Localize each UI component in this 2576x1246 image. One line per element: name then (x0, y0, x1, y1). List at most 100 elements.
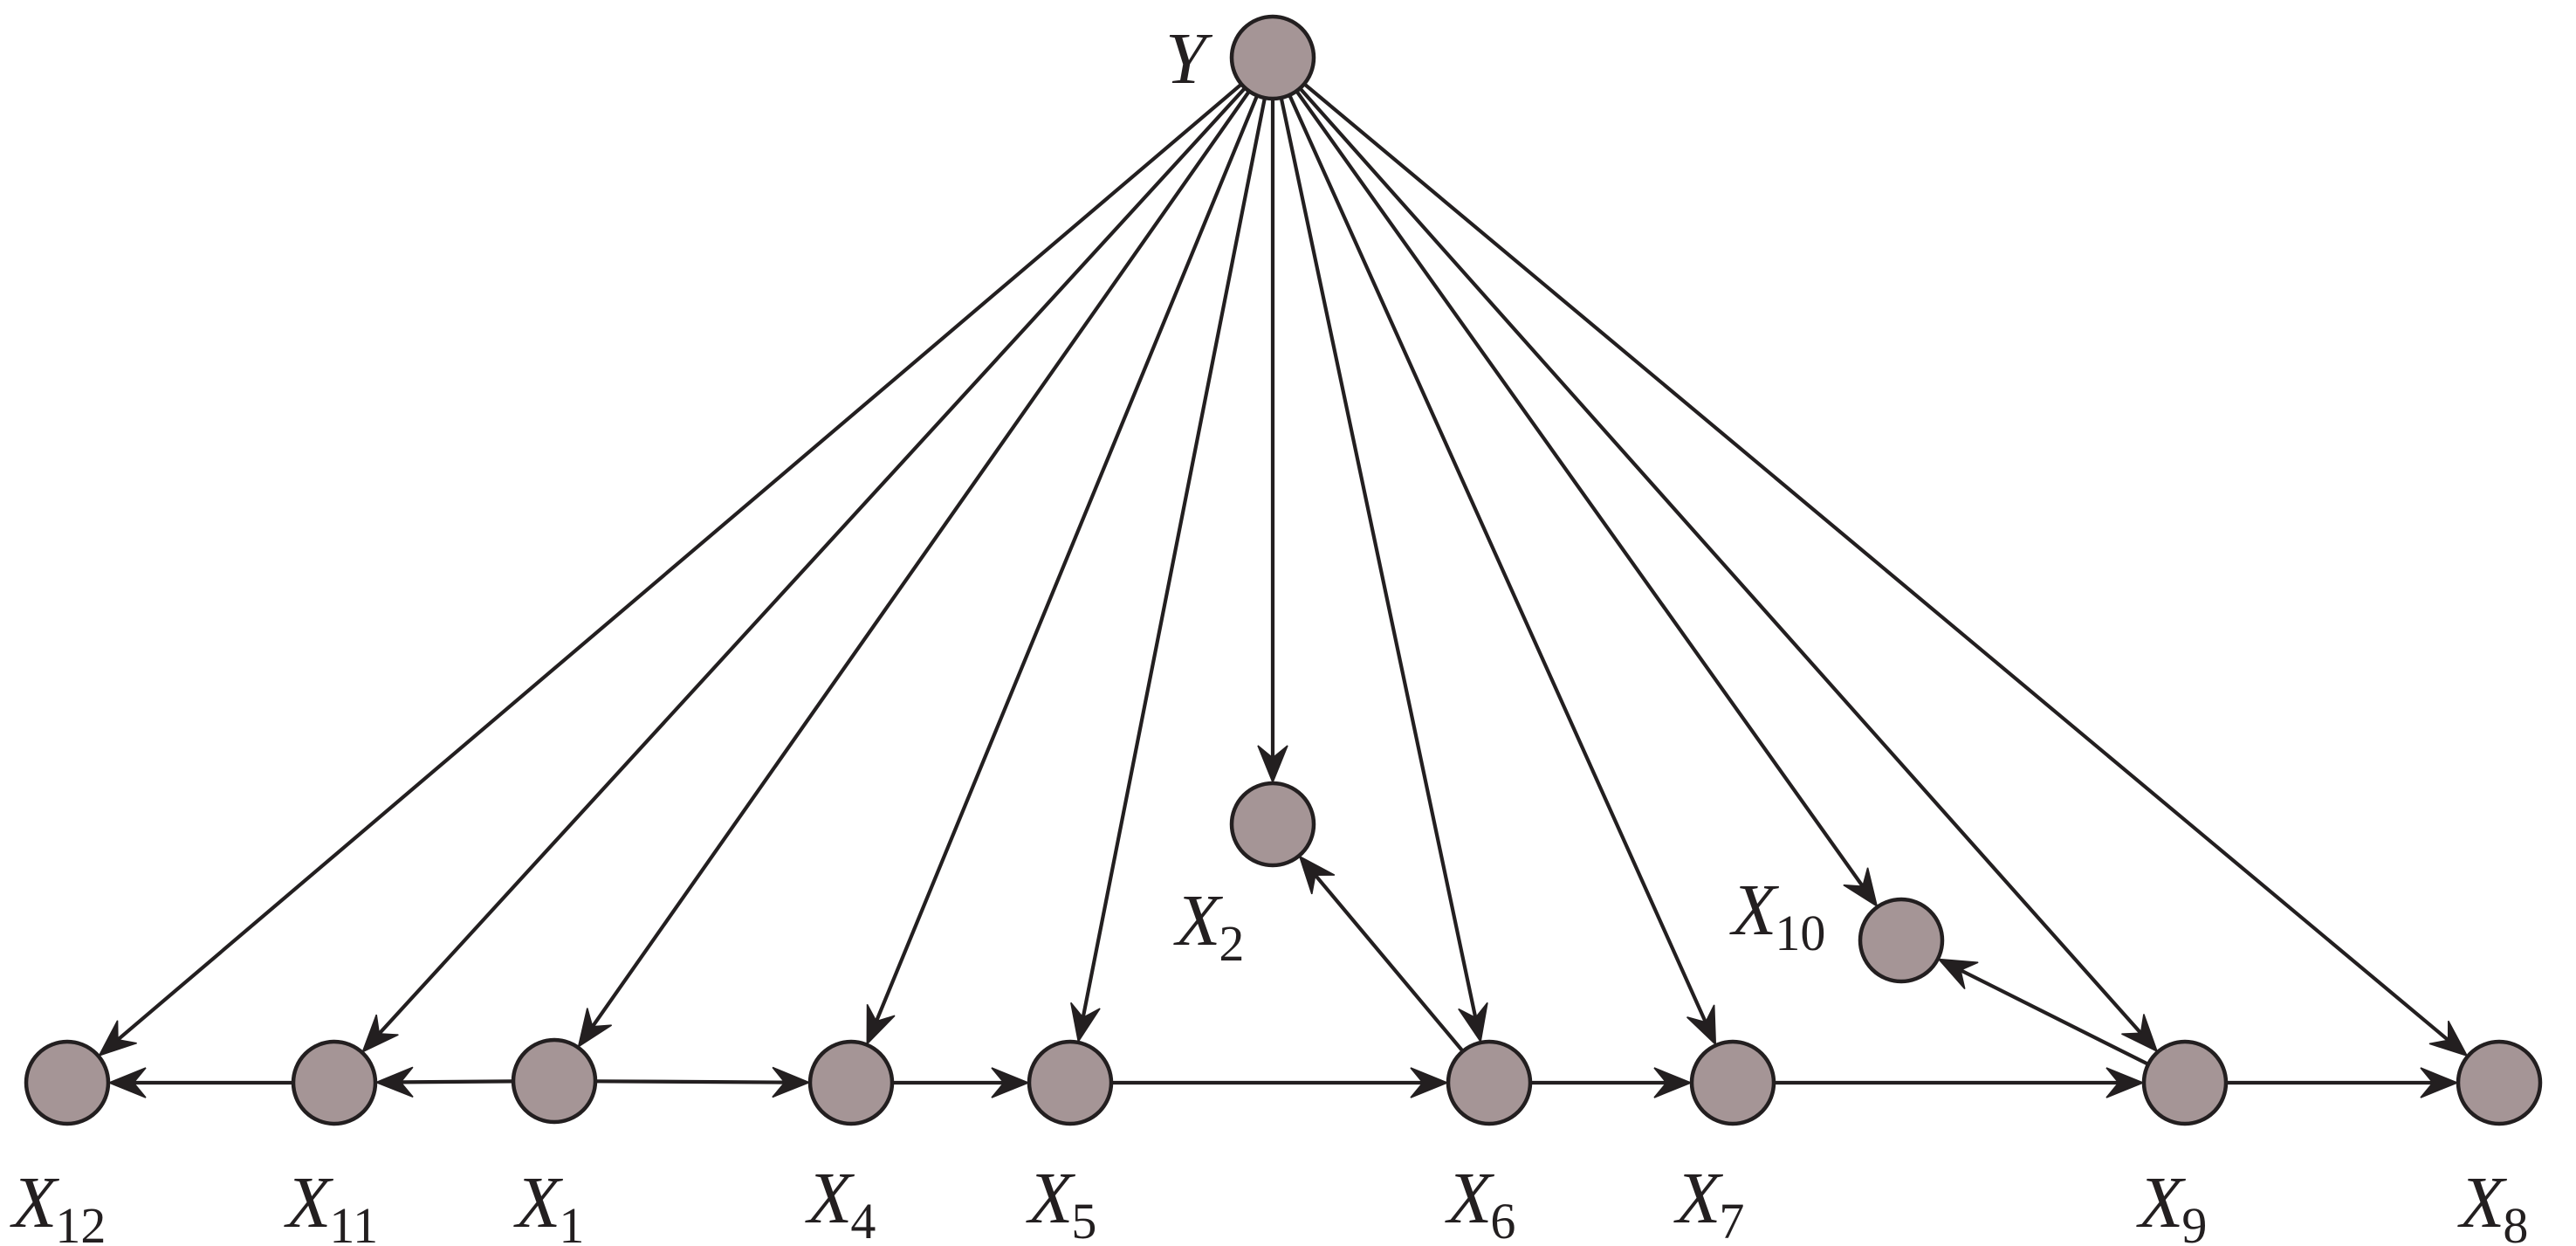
label-subscript: 9 (2181, 1197, 2207, 1246)
edge-line (1279, 97, 1478, 1019)
label-subscript: 10 (1775, 905, 1825, 961)
label-main: X (2136, 1162, 2187, 1243)
edge-x9-to-x8 (2226, 1067, 2459, 1098)
edge-line (590, 90, 1251, 1029)
label-x2: X2 (1173, 880, 1244, 972)
label-x1: X1 (513, 1162, 584, 1246)
arrowhead (1686, 1004, 1717, 1047)
arrowhead (361, 1014, 399, 1054)
label-subscript: 6 (1490, 1193, 1515, 1246)
edge-y-to-x11 (361, 86, 1247, 1054)
arrowhead (98, 1020, 137, 1057)
label-subscript: 1 (559, 1197, 584, 1246)
edge-y-to-x10 (1295, 90, 1879, 908)
edge-y-to-x9 (1298, 86, 2159, 1053)
edge-line (1081, 97, 1267, 1018)
edge-y-to-x7 (1288, 94, 1717, 1047)
label-x6: X6 (1445, 1158, 1515, 1246)
arrowhead (1937, 958, 1979, 989)
arrowhead (107, 1067, 147, 1098)
edge-x7-to-x9 (1774, 1067, 2145, 1098)
label-x12: X12 (10, 1162, 106, 1246)
edge-x11-to-x12 (107, 1067, 293, 1098)
arrowhead (2428, 1020, 2469, 1057)
edge-y-to-x12 (98, 82, 1243, 1057)
edge-x1-to-x11 (374, 1066, 514, 1098)
label-subscript: 12 (55, 1197, 106, 1246)
label-main: X (1173, 880, 1224, 961)
label-subscript: 4 (850, 1193, 876, 1246)
label-y: Y (1165, 18, 1213, 100)
label-x4: X4 (805, 1158, 876, 1246)
edge-y-to-x1 (577, 90, 1251, 1049)
edge-x6-to-x2 (1298, 855, 1465, 1053)
arrowhead (1843, 867, 1879, 908)
node-x8 (2456, 1039, 2543, 1126)
node-x4 (807, 1039, 895, 1126)
node-x12 (24, 1039, 111, 1126)
node-x1 (511, 1037, 598, 1125)
label-x5: X5 (1026, 1158, 1096, 1246)
label-x11: X11 (284, 1162, 378, 1246)
arrowhead (2105, 1067, 2145, 1098)
label-x9: X9 (2136, 1162, 2207, 1246)
label-main: Y (1165, 18, 1213, 100)
edge-line (400, 1079, 514, 1084)
label-x7: X7 (1673, 1158, 1744, 1246)
edge-line (594, 1079, 786, 1084)
node-x9 (2141, 1039, 2229, 1126)
arrowhead (374, 1066, 414, 1098)
label-main: X (513, 1162, 564, 1243)
node-y (1229, 14, 1316, 101)
edge-x4-to-x5 (892, 1067, 1030, 1098)
arrowhead (991, 1067, 1030, 1098)
arrowhead (2121, 1014, 2159, 1053)
node-x2 (1229, 781, 1316, 868)
label-main: X (1729, 870, 1780, 951)
label-main: X (2457, 1162, 2508, 1243)
label-main: X (1026, 1158, 1076, 1239)
arrowhead (1070, 1002, 1101, 1043)
arrowhead (1410, 1067, 1449, 1098)
edge-line (377, 86, 1247, 1036)
nodes-layer (24, 14, 2543, 1126)
arrowhead (577, 1008, 613, 1049)
edge-y-to-x2 (1257, 99, 1288, 784)
edges-layer (98, 82, 2469, 1098)
edge-x6-to-x7 (1530, 1067, 1693, 1098)
arrowhead (1458, 1002, 1488, 1043)
label-main: X (284, 1162, 334, 1243)
label-subscript: 5 (1071, 1193, 1096, 1246)
node-x7 (1689, 1039, 1776, 1126)
label-main: X (1673, 1158, 1724, 1239)
edge-y-to-x6 (1279, 97, 1488, 1043)
edge-line (1302, 82, 2450, 1042)
label-subscript: 7 (1719, 1193, 1744, 1246)
edge-line (874, 94, 1260, 1022)
edge-line (1288, 94, 1707, 1023)
arrowhead (2420, 1067, 2459, 1098)
label-x8: X8 (2457, 1162, 2528, 1246)
arrowhead (866, 1003, 896, 1046)
label-main: X (805, 1158, 855, 1239)
label-x10: X10 (1729, 870, 1825, 961)
label-subscript: 2 (1219, 915, 1244, 972)
edge-line (1295, 90, 1865, 888)
label-main: X (10, 1162, 60, 1243)
edge-x9-to-x10 (1937, 958, 2149, 1066)
edge-line (1298, 86, 2143, 1035)
edge-x1-to-x4 (594, 1066, 811, 1098)
node-x5 (1027, 1039, 1114, 1126)
node-x10 (1858, 897, 1945, 984)
node-x11 (291, 1039, 378, 1126)
label-main: X (1445, 1158, 1495, 1239)
arrowhead (772, 1066, 811, 1098)
node-x6 (1446, 1039, 1533, 1126)
edge-y-to-x5 (1070, 97, 1267, 1043)
arrowhead (1653, 1067, 1693, 1098)
edge-line (116, 82, 1243, 1042)
arrowhead (1298, 855, 1336, 895)
arrowhead (1257, 745, 1288, 784)
